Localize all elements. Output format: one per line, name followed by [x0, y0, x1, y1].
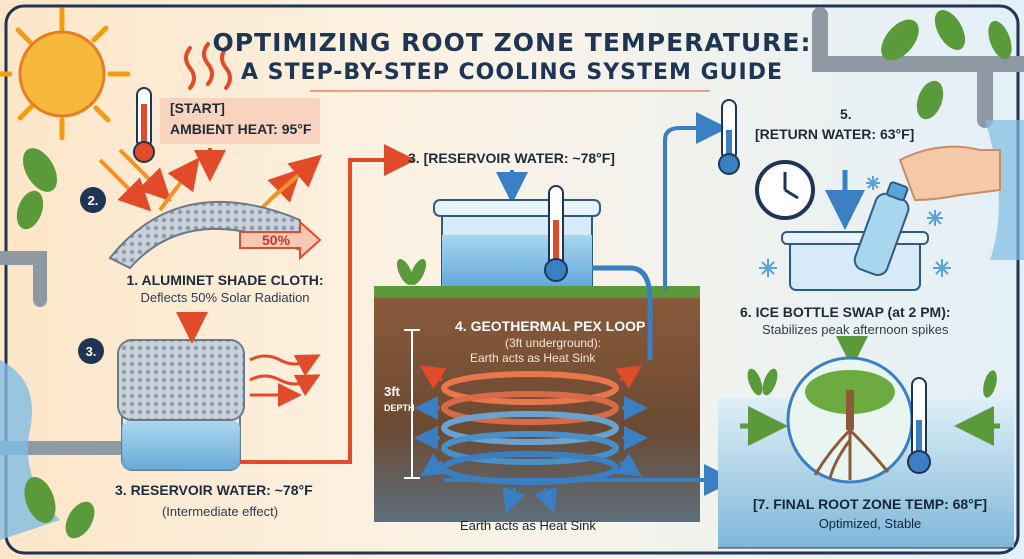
frame-border	[4, 4, 1020, 555]
leaves-top-right	[881, 10, 1012, 120]
depth-marker	[404, 329, 420, 479]
deflect-arrow	[239, 219, 322, 261]
clock-icon	[755, 160, 815, 220]
ice-title: 6. ICE BOTTLE SWAP (at 2 PM):	[740, 304, 951, 320]
geo-bottom-label: Earth acts as Heat Sink	[460, 518, 596, 533]
start-label-bg	[160, 98, 320, 144]
ice-desc: Stabilizes peak afternoon spikes	[762, 322, 949, 337]
final-thermometer-icon	[907, 377, 931, 474]
deflect-percentage: 50%	[262, 232, 291, 248]
leaves-left	[16, 148, 95, 539]
geo-title: 4. GEOTHERMAL PEX LOOP	[455, 318, 646, 334]
plant-sprout-icon	[396, 259, 427, 285]
geo-line-3: Earth acts as Heat Sink	[470, 351, 596, 365]
geo-line-2: (3ft underground):	[505, 336, 602, 350]
step-2-badge: 2.	[80, 187, 106, 213]
hot-thermometer-icon	[133, 87, 155, 163]
grass-strip	[374, 286, 700, 298]
step-3-badge: 3.	[78, 338, 104, 364]
snowflake-icon	[759, 176, 951, 277]
final-title: [7. FINAL ROOT ZONE TEMP: 68°F]	[752, 496, 987, 512]
ambient-heat-label: AMBIENT HEAT: 95°F	[170, 121, 312, 137]
solar-rays	[98, 148, 323, 222]
shade-cloth-title: 1. ALUMINET SHADE CLOTH:	[126, 272, 324, 288]
cool-thermometer-icon	[718, 99, 740, 175]
wrapped-reservoir	[117, 339, 245, 471]
water-stream-left	[0, 360, 60, 540]
reservoir-left-desc: (Intermediate effect)	[161, 504, 279, 519]
flow-line-hot	[240, 144, 416, 464]
sun-icon	[0, 7, 131, 141]
shade-cloth-desc: Deflects 50% Solar Radiation	[140, 290, 310, 305]
small-plants	[747, 368, 997, 398]
heat-sink-arrows	[414, 365, 648, 514]
title-line-2: A STEP-BY-STEP COOLING SYSTEM GUIDE	[241, 60, 783, 85]
depth-label: DEPTH	[384, 403, 415, 413]
tank-thermometer-icon	[544, 185, 568, 282]
reservoir-tank	[433, 199, 601, 294]
reservoir-left-title: 3. RESERVOIR WATER: ~78°F	[115, 482, 313, 498]
return-line	[663, 112, 728, 290]
reservoir-top-label: 3. [RESERVOIR WATER: ~78°F]	[408, 150, 615, 166]
hand-icon	[898, 145, 1001, 202]
title-underline	[310, 90, 710, 92]
return-step: 5.	[840, 106, 852, 122]
depth-value: 3ft	[384, 384, 400, 399]
heat-waves-icon	[184, 42, 232, 90]
pex-supply-line	[592, 265, 653, 360]
title-line-1: OPTIMIZING ROOT ZONE TEMPERATURE:	[212, 28, 812, 57]
pipe-top-right	[812, 7, 1024, 128]
deflected-heat-waves	[249, 354, 321, 407]
ice-bottle-icon	[853, 181, 910, 276]
root-zone-icon	[786, 356, 914, 484]
start-label: [START]	[170, 100, 225, 116]
final-desc: Optimized, Stable	[818, 516, 922, 531]
return-label: [RETURN WATER: 63°F]	[755, 126, 915, 142]
